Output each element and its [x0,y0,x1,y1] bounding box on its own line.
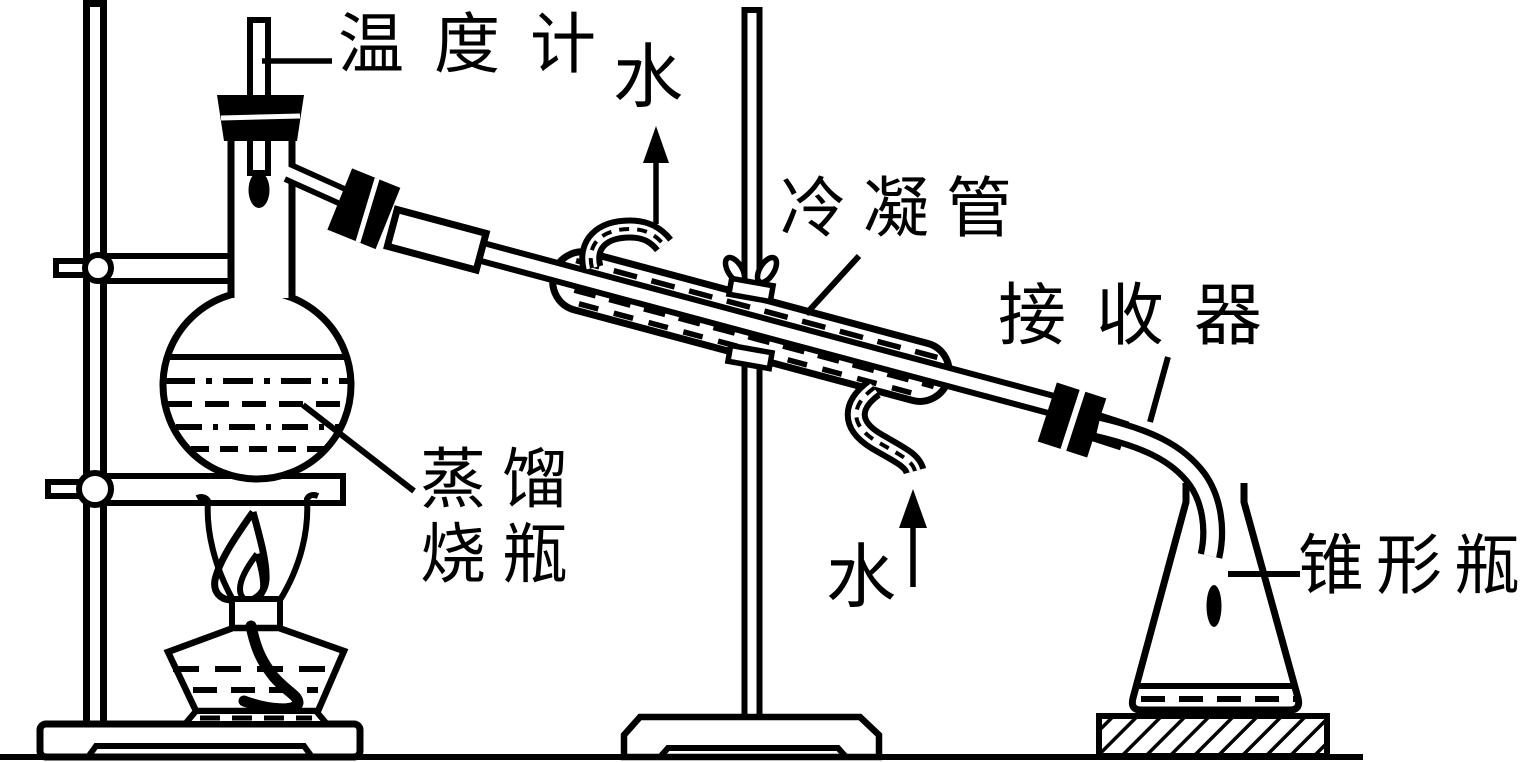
flame [211,509,270,605]
water-outlet-tube [579,217,673,271]
left-stand [36,0,364,761]
water-in-arrow [899,489,927,587]
iron-ring [45,470,346,508]
label-distillation-flask-line1: 蒸馏 [420,441,584,518]
receiver-leader [1147,356,1171,423]
label-water-in: 水 [826,536,896,618]
receiver [1037,382,1226,559]
lamp-cone-right [277,492,320,602]
label-distillation-flask: 蒸馏 烧瓶 [420,442,584,592]
hatched-pad [1096,713,1330,759]
label-condenser: 冷凝管 [780,170,1029,247]
clamp-jaw-upper [725,275,777,305]
label-conical-flask: 锥形瓶 [1298,527,1527,604]
clamp-jaw-lower [724,342,776,372]
label-receiver: 接收器 [998,277,1293,356]
flask-stopper [217,95,304,141]
flask-leader [301,402,416,494]
alcohol-lamp [163,492,349,727]
water-inlet-tube [844,378,927,476]
middle-stand-base-accent [657,745,849,759]
label-thermometer: 温度计 [338,6,626,83]
lamp-foot [178,708,334,727]
receiver-tube [1095,414,1226,559]
condenser-water-dashes-2 [573,287,935,390]
thermometer-bulb [248,172,270,208]
condenser-clamp [722,254,780,372]
left-stand-base-accent [85,743,315,759]
condenser-joint-stub [383,205,491,275]
falling-drop [1206,585,1222,627]
water-out-arrow [643,126,669,224]
lamp-cap [229,596,283,631]
left-stand-rod [83,0,107,729]
flask-side-arm [283,162,351,208]
flask-joint-connector [327,168,401,250]
condenser-leader [803,253,862,317]
distillation-flask [159,17,401,483]
neck-clamp-knob [82,252,114,284]
lamp-cone-left [195,494,236,602]
condenser-water-dashes-1 [575,257,939,361]
conical-flask [1128,483,1303,714]
label-distillation-flask-line2: 烧瓶 [420,516,584,593]
iron-ring-knob [76,470,114,508]
label-water-out: 水 [613,36,683,118]
